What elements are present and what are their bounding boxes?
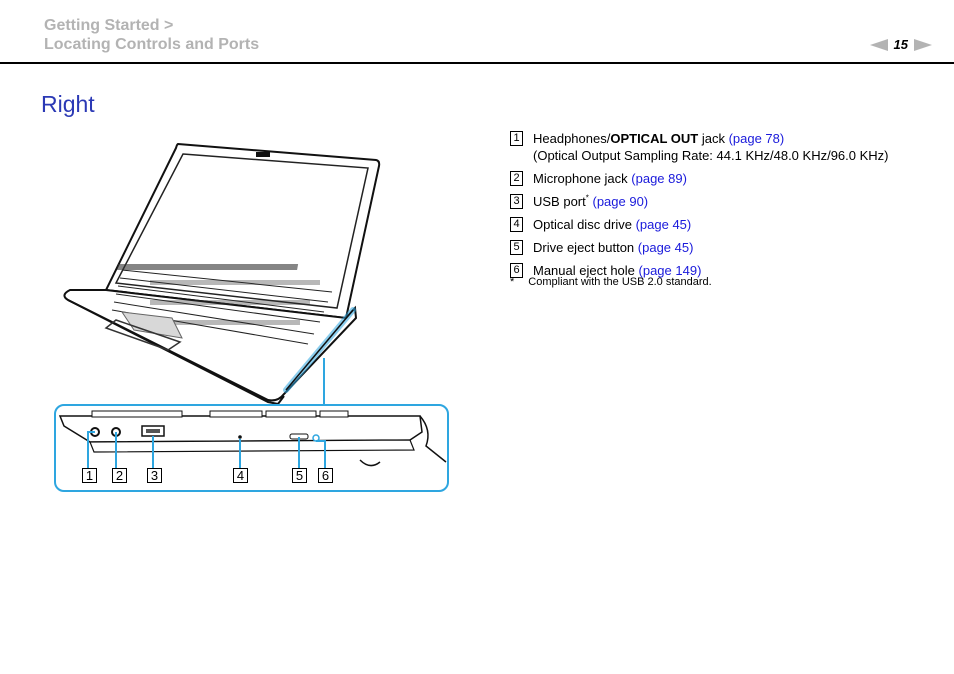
page-navigation: 15 bbox=[869, 37, 932, 52]
item-number: 3 bbox=[510, 194, 523, 209]
item-number: 6 bbox=[510, 263, 523, 278]
item-text-after: jack bbox=[698, 131, 729, 146]
callout-3: 3 bbox=[147, 468, 162, 483]
section-title: Right bbox=[41, 91, 95, 117]
header-divider bbox=[0, 62, 954, 64]
footnote: * Compliant with the USB 2.0 standard. bbox=[510, 276, 712, 288]
list-item: 5 Drive eject button (page 45) bbox=[510, 239, 940, 256]
page-link[interactable]: (page 149) bbox=[638, 263, 702, 278]
page-number: 15 bbox=[893, 37, 908, 52]
item-number: 4 bbox=[510, 217, 523, 232]
callout-1: 1 bbox=[82, 468, 97, 483]
breadcrumb-line-1[interactable]: Getting Started > bbox=[44, 17, 174, 34]
item-text: Manual eject hole bbox=[533, 263, 639, 278]
list-item: 4 Optical disc drive (page 45) bbox=[510, 216, 940, 233]
list-item: 2 Microphone jack (page 89) bbox=[510, 170, 940, 187]
callout-4: 4 bbox=[233, 468, 248, 483]
page-link[interactable]: (page 89) bbox=[631, 171, 687, 186]
item-number: 2 bbox=[510, 171, 523, 186]
breadcrumb-line-2[interactable]: Locating Controls and Ports bbox=[44, 36, 260, 53]
list-item: 6 Manual eject hole (page 149) bbox=[510, 262, 940, 279]
breadcrumb[interactable]: Getting Started > Locating Controls and … bbox=[44, 16, 259, 54]
page-link[interactable]: (page 90) bbox=[588, 194, 649, 209]
callout-2: 2 bbox=[112, 468, 127, 483]
item-text: Optical disc drive bbox=[533, 217, 636, 232]
left-arrow-icon[interactable] bbox=[869, 38, 888, 51]
item-number: 5 bbox=[510, 240, 523, 255]
list-item: 1 Headphones/OPTICAL OUT jack (page 78) … bbox=[510, 130, 940, 164]
item-text: Microphone jack bbox=[533, 171, 632, 186]
item-list: 1 Headphones/OPTICAL OUT jack (page 78) … bbox=[510, 130, 940, 285]
footnote-text: Compliant with the USB 2.0 standard. bbox=[528, 276, 712, 288]
item-number: 1 bbox=[510, 131, 523, 146]
page-link[interactable]: (page 45) bbox=[637, 240, 694, 255]
item-text: Drive eject button bbox=[533, 240, 638, 255]
right-arrow-icon[interactable] bbox=[914, 38, 932, 51]
laptop-illustration bbox=[54, 142, 449, 492]
callout-6: 6 bbox=[318, 468, 333, 483]
list-item: 3 USB port* (page 90) bbox=[510, 193, 940, 210]
page-link[interactable]: (page 78) bbox=[728, 131, 785, 146]
page-link[interactable]: (page 45) bbox=[635, 217, 692, 232]
footnote-marker: * bbox=[585, 193, 589, 203]
item-bold-text: OPTICAL OUT bbox=[610, 131, 699, 146]
item-text: Headphones/ bbox=[533, 131, 611, 146]
item-text: USB port bbox=[533, 194, 586, 209]
item-detail: (Optical Output Sampling Rate: 44.1 KHz/… bbox=[533, 148, 889, 163]
callout-5: 5 bbox=[292, 468, 307, 483]
footnote-mark: * bbox=[510, 276, 515, 288]
